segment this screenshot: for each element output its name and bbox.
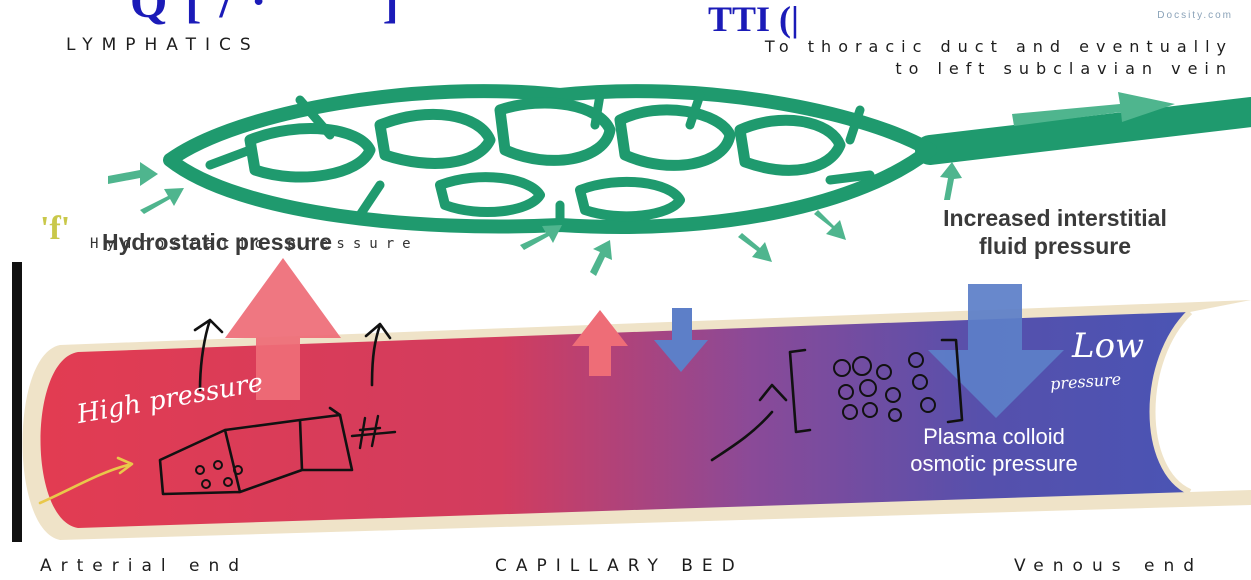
interstitial-pressure-label: Increased interstitial fluid pressure [870,204,1240,260]
hydrostatic-mark: 'f' [40,210,70,248]
top-right-scan-marks: TTI (| [708,0,799,40]
route-note-line-2: to left subclavian vein [765,58,1233,80]
capillary-bed-label: CAPILLARY BED [495,556,744,576]
left-edge-bar [12,262,22,542]
oncotic-pressure-label: Plasma colloid osmotic pressure [858,423,1130,477]
top-left-scan-marks: Q[/·ˆ ’] [130,0,417,29]
interstitial-line-2: fluid pressure [870,232,1240,260]
thoracic-duct-note: To thoracic duct and eventually to left … [765,36,1233,80]
lymphatics-heading: LYMPHATICS [66,35,260,55]
arterial-end-label: Arterial end [40,556,248,576]
docsity-watermark: Docsity.com [1157,10,1233,21]
interstitial-line-1: Increased interstitial [870,204,1240,232]
oncotic-line-1: Plasma colloid [858,423,1130,450]
route-note-line-1: To thoracic duct and eventually [765,36,1233,58]
venous-end-label: Venous end [1014,556,1203,576]
hydrostatic-pressure-label: Hydrostatic pressure [102,229,332,256]
oncotic-line-2: osmotic pressure [858,450,1130,477]
low-handwritten: Low [1072,326,1144,366]
